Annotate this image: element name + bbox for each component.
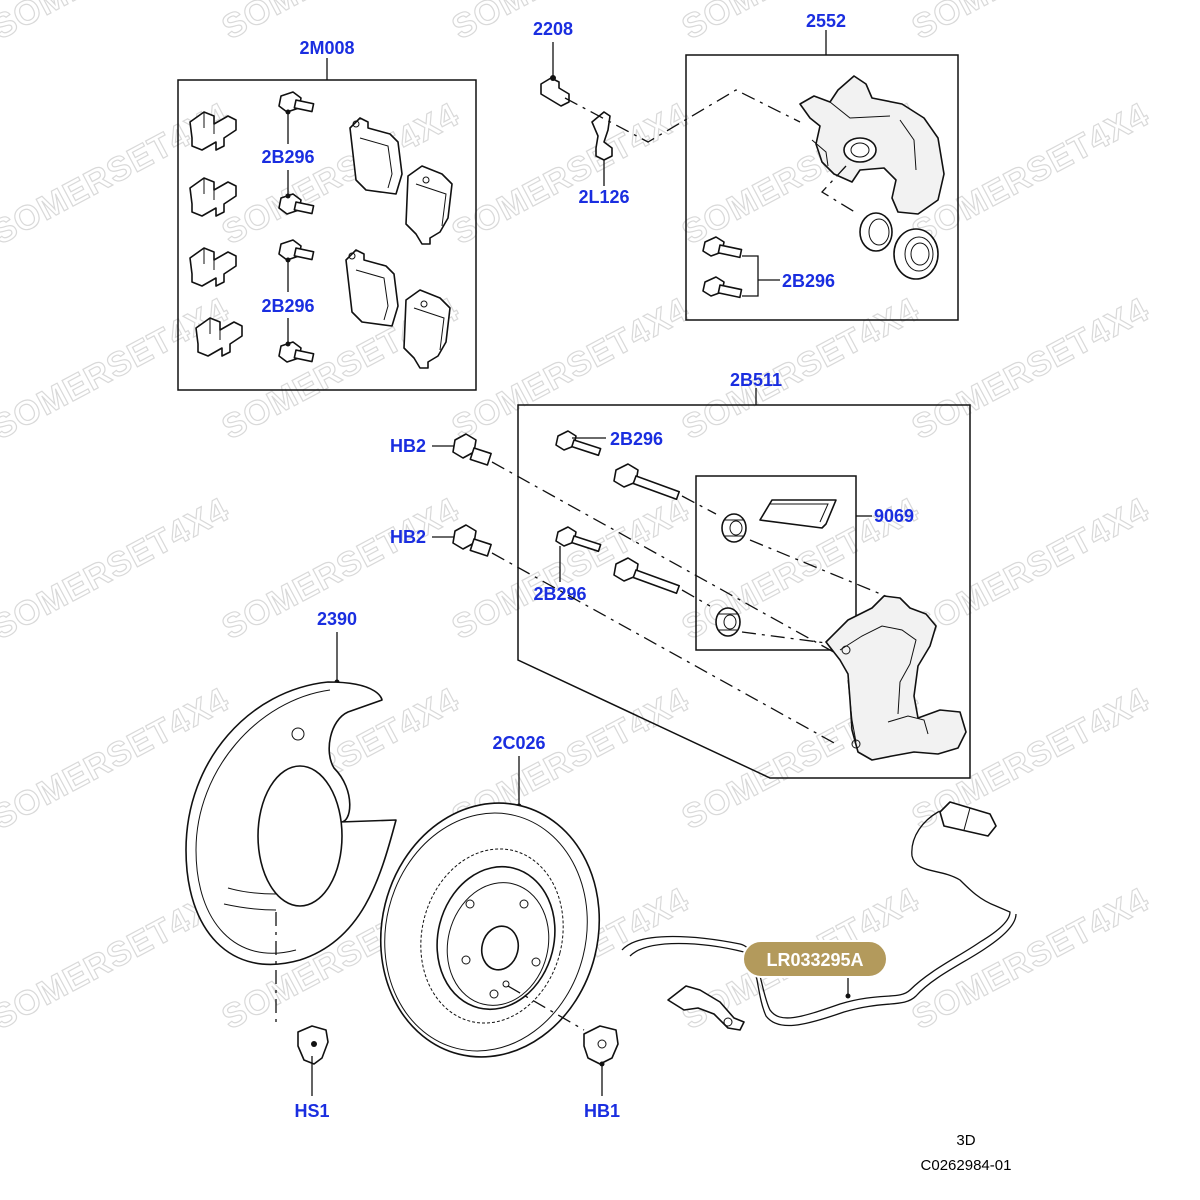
brake-caliper	[799, 75, 945, 215]
shield-screw	[297, 1025, 329, 1065]
label-caliper-bolts[interactable]: 2B296	[782, 271, 835, 291]
piston-seal	[859, 212, 893, 252]
watermark: SOMERSET4X4	[906, 290, 1155, 447]
brake-pad	[345, 249, 399, 327]
diagram-code: C0262984-01	[921, 1157, 1012, 1174]
watermark: SOMERSET4X4	[906, 490, 1155, 647]
label-sensor-highlight[interactable]: LR033295A	[766, 950, 863, 970]
bleed-screw-group: 2208 2L126	[533, 19, 801, 207]
caliper-group: 2552 2B296	[685, 11, 959, 321]
label-carrier[interactable]: 2B511	[730, 370, 782, 390]
pad-bolt	[278, 91, 315, 113]
brake-disc	[379, 802, 601, 1058]
watermark: SOMERSET4X4	[446, 490, 695, 647]
guide-bolt	[613, 557, 681, 595]
grease-kit-box	[695, 475, 857, 651]
disc-screw	[583, 1025, 619, 1067]
pad-bolt	[278, 239, 315, 261]
label-caliper[interactable]: 2552	[806, 11, 846, 31]
watermark: SOMERSET4X4	[446, 95, 695, 252]
sensor-highlight-badge[interactable]	[742, 940, 888, 978]
watermark: SOMERSET4X4	[906, 880, 1155, 1037]
carrier-box	[517, 404, 971, 779]
view-type: 3D	[956, 1132, 975, 1149]
watermark: SOMERSET4X4	[0, 0, 235, 47]
caliper-bolt	[702, 236, 743, 259]
anti-rattle-clip	[189, 111, 237, 151]
dust-boot	[893, 228, 939, 280]
guide-pin-boot	[721, 513, 747, 543]
guide-pin	[452, 524, 492, 557]
label-pad-kit[interactable]: 2M008	[299, 38, 354, 58]
watermark: SOMERSET4X4	[446, 290, 695, 447]
label-hs1[interactable]: HS1	[294, 1101, 329, 1121]
label-carrier-bolt-top[interactable]: 2B296	[610, 429, 663, 449]
watermark: SOMERSET4X4	[0, 490, 235, 647]
dust-shield	[185, 681, 397, 966]
label-bleed-screw[interactable]: 2208	[533, 19, 573, 39]
guide-pin	[452, 433, 492, 466]
watermark: SOMERSET4X4	[906, 0, 1155, 47]
label-bolt-b[interactable]: 2B296	[261, 296, 314, 316]
brake-pad	[349, 117, 403, 195]
label-grease-kit[interactable]: 9069	[874, 506, 914, 526]
caliper-bolt	[702, 276, 743, 299]
label-hb2-bottom[interactable]: HB2	[390, 527, 426, 547]
carrier-bolt	[555, 526, 602, 553]
brake-pad	[403, 289, 451, 369]
guide-bolt	[613, 463, 681, 501]
pad-kit-group: 2M008 2B296	[177, 38, 477, 391]
carrier-group: 2B511 HB2 HB2 2B296 2B296	[390, 370, 971, 779]
watermark: SOMERSET4X4	[0, 290, 235, 447]
label-shield[interactable]: 2390	[317, 609, 357, 629]
brake-disc-group: 2C026 HB1	[379, 733, 620, 1121]
guide-pin-boot	[715, 607, 741, 637]
anti-rattle-clip	[189, 247, 237, 287]
label-hb2-top[interactable]: HB2	[390, 436, 426, 456]
anti-rattle-clip	[189, 177, 237, 217]
caliper-box	[685, 54, 959, 321]
caliper-carrier	[825, 595, 967, 761]
wear-sensor-group: LR033295A	[621, 801, 1017, 1031]
brake-pad	[405, 165, 453, 245]
bleed-cap	[591, 111, 613, 161]
grease-sachet	[759, 499, 837, 529]
bleed-screw	[540, 75, 570, 107]
label-bolt-a[interactable]: 2B296	[261, 147, 314, 167]
label-bleed-cap[interactable]: 2L126	[578, 187, 629, 207]
label-disc[interactable]: 2C026	[492, 733, 545, 753]
label-carrier-bolt-bottom[interactable]: 2B296	[533, 584, 586, 604]
pad-bolt	[278, 193, 315, 215]
label-hb1[interactable]: HB1	[584, 1101, 620, 1121]
pad-bolt	[278, 341, 315, 363]
dust-shield-group: 2390 HS1	[185, 609, 397, 1121]
carrier-bolt	[555, 430, 602, 457]
anti-rattle-clip	[195, 317, 243, 357]
watermark: SOMERSET4X4	[676, 290, 925, 447]
watermark: SOMERSET4X4	[676, 0, 925, 47]
